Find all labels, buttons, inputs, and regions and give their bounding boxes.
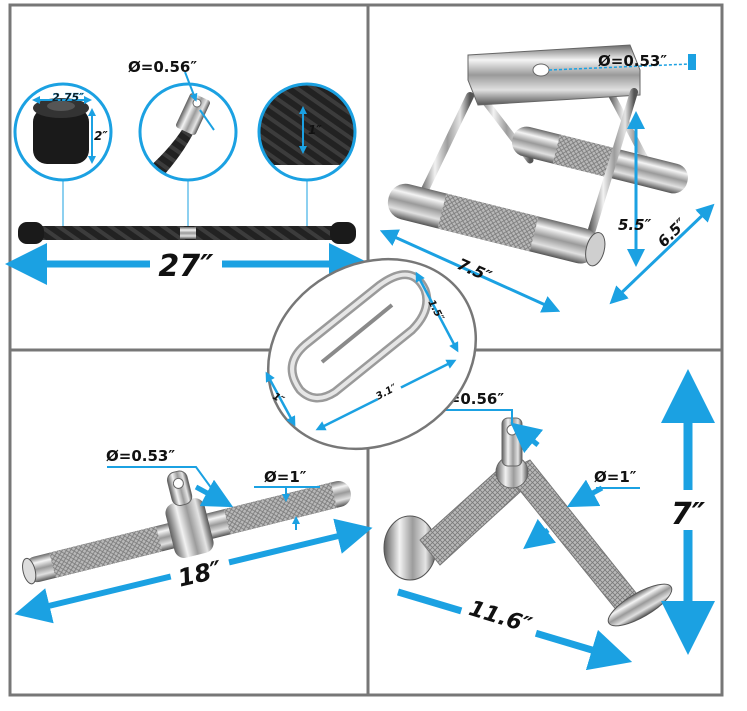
straight-bar-panel: Ø=0.53″ Ø=1″ 18″: [14, 447, 373, 624]
rope-end-width-label: 2.75″: [52, 91, 84, 104]
carabiner-panel: 1.5″ 3.1″ 1″: [265, 257, 478, 451]
row-handle-panel: Ø=0.53″ 5.5″ 6.5″ 7.5″: [379, 44, 715, 313]
row-handle-height-label: 5.5″: [618, 216, 652, 234]
rope-panel: 2.75″ 2″ Ø=0.56″ 1″: [5, 58, 371, 285]
rope-texture-detail: 1″: [257, 82, 357, 182]
v-bar-grip-label: Ø=1″: [594, 468, 637, 486]
straight-bar-hole-label: Ø=0.53″: [106, 447, 175, 465]
rope-swivel-detail: Ø=0.56″: [128, 58, 238, 182]
carabiner-depth-label: 1″: [271, 391, 287, 407]
rope-length-dimension: 27″: [5, 243, 371, 285]
v-bar-panel: Ø=0.56″ Ø=1″ 7″ 11.6″: [383, 369, 715, 671]
rope-thickness-label: 1″: [308, 123, 322, 137]
tricep-rope-image: [18, 222, 356, 244]
v-bar-height-label: 7″: [671, 497, 706, 532]
row-handle-width-label: 7.5″: [454, 254, 495, 286]
rope-swivel-diameter-label: Ø=0.56″: [128, 58, 197, 76]
straight-bar-grip-label: Ø=1″: [264, 468, 307, 486]
row-handle-image: [387, 44, 688, 267]
row-handle-hole-label: Ø=0.53″: [598, 52, 667, 70]
rope-end-height-label: 2″: [94, 129, 108, 143]
rope-length-label: 27″: [158, 249, 214, 284]
rope-end-cap-detail: 2.75″ 2″: [13, 82, 113, 182]
v-bar-image: [383, 417, 673, 627]
